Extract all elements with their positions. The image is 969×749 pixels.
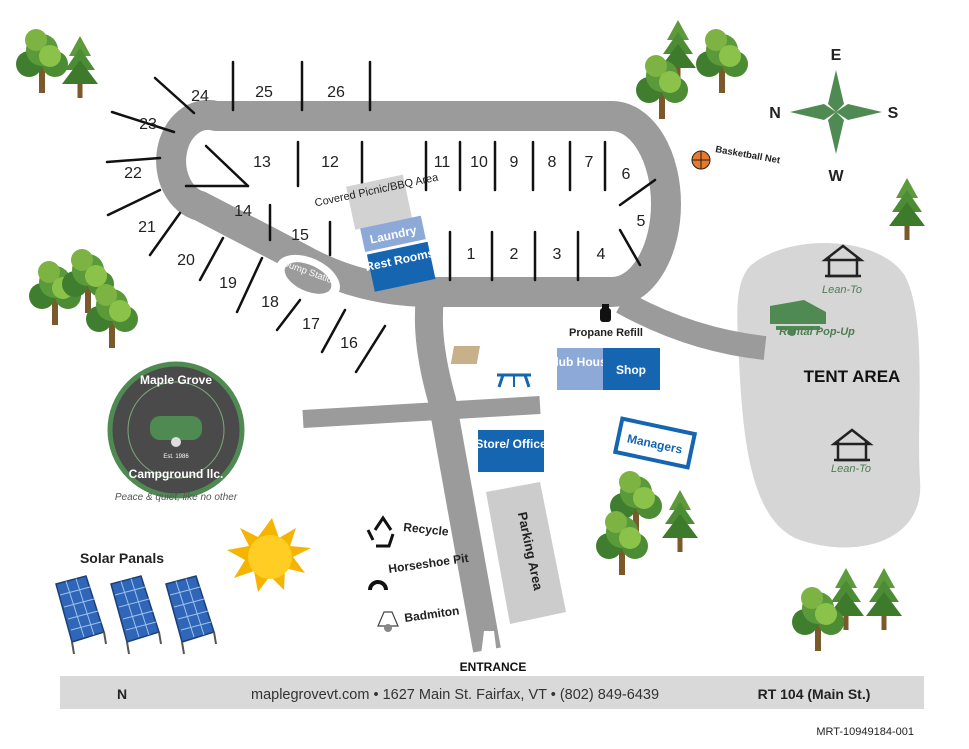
site-21[interactable]: 21 (138, 219, 156, 236)
footer-address[interactable]: maplegrovevt.com • 1627 Main St. Fairfax… (251, 687, 659, 703)
site-25[interactable]: 25 (255, 84, 273, 101)
site-8[interactable]: 8 (548, 154, 557, 171)
site-9[interactable]: 9 (510, 154, 519, 171)
site-19[interactable]: 19 (219, 275, 237, 292)
logo-tagline: Peace & quiet, like no other (115, 492, 238, 503)
propane-label: Propane Refill (569, 327, 643, 339)
solar-label: Solar Panals (80, 550, 164, 566)
store-office-building[interactable]: Store/ Office (475, 430, 547, 472)
site-3[interactable]: 3 (553, 246, 562, 263)
site-2[interactable]: 2 (510, 246, 519, 263)
logo-name: Maple Grove (140, 373, 212, 387)
solar-panel-3 (165, 575, 217, 655)
site-1[interactable]: 1 (467, 246, 476, 263)
rental-popup-label[interactable]: Rental Pop-Up (779, 326, 855, 338)
svg-text:Shop: Shop (616, 363, 646, 377)
footer-north: N (117, 686, 127, 702)
recycle-icon (366, 515, 395, 548)
site-24[interactable]: 24 (191, 88, 209, 105)
badminton-label: Badmiton (403, 603, 460, 625)
footer-bar (60, 676, 924, 709)
horseshoe-label: Horseshoe Pit (387, 551, 469, 576)
campground-logo: Maple Grove Est. 1986 Campground llc. Pe… (107, 361, 245, 503)
parking-area (486, 482, 566, 624)
roads (156, 99, 767, 653)
basketball-label: Basketball Net (714, 144, 781, 166)
compass-north: N (769, 105, 781, 122)
rental-popup-icon (770, 300, 826, 336)
site-7[interactable]: 7 (585, 154, 594, 171)
entrance-label: ENTRANCE (460, 660, 527, 674)
lean-to-2-label[interactable]: Lean-To (831, 463, 871, 475)
site-dividers (105, 60, 657, 374)
clubhouse-building[interactable]: Club House (547, 348, 614, 390)
logo-sub: Campground llc. (129, 467, 224, 481)
site-17[interactable]: 17 (302, 316, 320, 333)
badminton-icon (377, 611, 399, 632)
tent-area-title: TENT AREA (804, 367, 901, 386)
site-6[interactable]: 6 (622, 166, 631, 183)
site-26[interactable]: 26 (327, 84, 345, 101)
svg-text:Store/ Office: Store/ Office (475, 437, 547, 451)
compass-south: S (888, 105, 899, 122)
site-22[interactable]: 22 (124, 165, 142, 182)
site-18[interactable]: 18 (261, 294, 279, 311)
site-14[interactable]: 14 (234, 203, 252, 220)
recycle-label: Recycle (403, 520, 450, 539)
site-23[interactable]: 23 (139, 116, 157, 133)
compass-rose: E W N S (769, 47, 898, 185)
basketball-icon (691, 150, 711, 170)
map-code: MRT-10949184-001 (816, 726, 914, 738)
site-16[interactable]: 16 (340, 335, 358, 352)
site-15[interactable]: 15 (291, 227, 309, 244)
shop-building[interactable]: Shop (603, 348, 660, 390)
site-10[interactable]: 10 (470, 154, 488, 171)
site-11[interactable]: 11 (434, 154, 451, 171)
compass-east: E (831, 47, 842, 64)
propane-icon (600, 304, 611, 322)
lean-to-1-label[interactable]: Lean-To (822, 284, 862, 296)
site-numbers: 1 2 3 4 5 6 7 8 9 10 11 12 13 14 15 16 1… (124, 84, 645, 352)
site-4[interactable]: 4 (597, 246, 606, 263)
site-12[interactable]: 12 (321, 154, 339, 171)
footer-road: RT 104 (Main St.) (758, 686, 871, 702)
sun-icon (227, 518, 311, 592)
entrance-marker (481, 631, 497, 655)
site-5[interactable]: 5 (637, 213, 646, 230)
dump-station-island (284, 262, 332, 294)
svg-text:Club House: Club House (547, 355, 614, 369)
picnic-table-icon (450, 346, 531, 388)
laundry-building[interactable]: Laundry (360, 215, 426, 252)
solar-panel-2 (110, 575, 162, 655)
solar-panel-1 (55, 575, 107, 655)
horseshoe-icon (368, 580, 388, 591)
site-20[interactable]: 20 (177, 252, 195, 269)
managers-building[interactable]: Managers (612, 416, 698, 470)
logo-est: Est. 1986 (163, 454, 189, 460)
compass-west: W (828, 168, 844, 185)
site-13[interactable]: 13 (253, 154, 271, 171)
